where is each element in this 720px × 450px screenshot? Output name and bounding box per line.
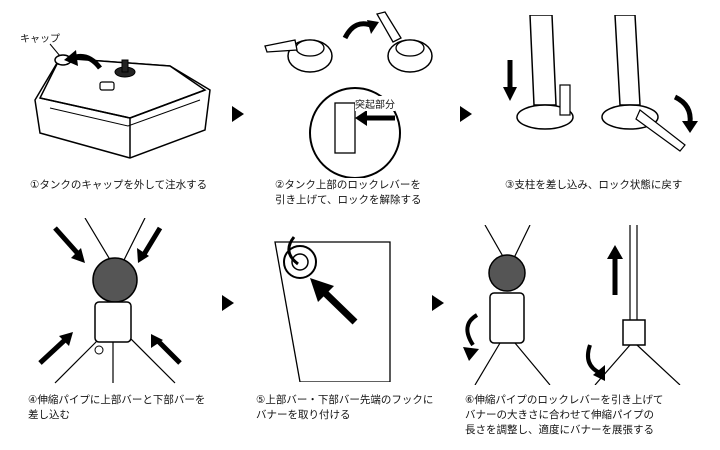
step-6-caption: ⑥伸縮パイプのロックレバーを引き上げて バナーの大きさに合わせて伸縮パイプの 長… [465,394,664,436]
bars-illustration [38,218,182,384]
hook [287,236,299,266]
bar-arrow-tl [53,226,82,258]
next-step-arrow-2 [460,106,472,122]
lock-lever-illustration [264,11,433,178]
tank-illustration [34,43,211,159]
adjust-pipe-illustration [463,225,681,385]
lock-arrow [673,94,693,124]
step-2-caption: ②タンク上部のロックレバーを 引き上げて、ロックを解除する [275,179,422,206]
lever-open [376,11,402,43]
cap-leader-line [49,43,61,57]
attach-arrow [319,287,358,325]
joint-head [92,257,138,303]
next-step-arrow-1 [232,106,244,122]
fill-hole [99,81,115,91]
bar-arrow-br [155,338,182,365]
next-step-arrow-4 [432,295,444,311]
step-4-caption: ④伸縮パイプに上部バーと下部バーを 差し込む [28,394,206,421]
pole-left [529,15,557,106]
lever-lowered [635,109,686,152]
bar-arrow-tr [140,226,163,258]
insert-pole-illustration [503,15,698,152]
next-step-arrow-3 [222,295,234,311]
lever-closed [264,39,298,53]
unlock-arrow [465,313,479,347]
step-5-caption: ⑤上部バー・下部バー先端のフックに バナーを取り付ける [256,394,434,421]
pole-right [614,15,641,106]
step-3-caption: ③支柱を差し込み、ロック状態に戻す [505,179,683,191]
step-1-caption: ①タンクのキャップを外して注水する [30,179,208,191]
relock-arrow [586,344,601,375]
bar-arrow-bl [38,336,69,365]
protrusion-label: 突起部分 [355,96,395,111]
joint-left [489,292,525,344]
cap-label: キャップ [20,34,60,45]
banner-hook-illustration [274,236,391,382]
